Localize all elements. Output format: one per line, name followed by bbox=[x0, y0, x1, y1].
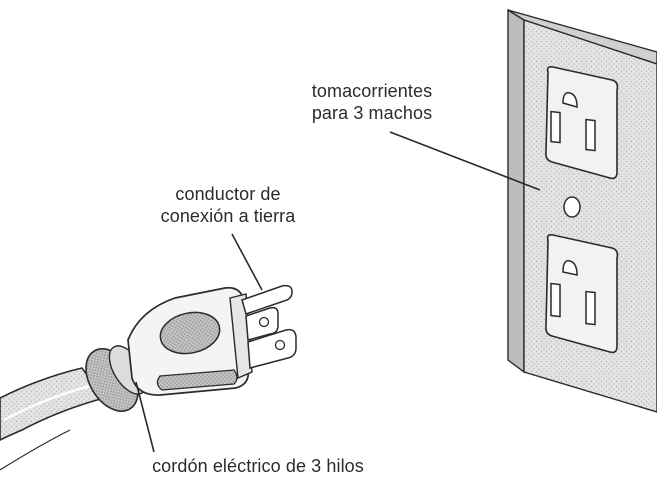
cord-underside bbox=[0, 429, 71, 471]
wall-outlet bbox=[507, 8, 657, 413]
plug-lower-grip bbox=[156, 369, 238, 391]
three-wire-cord bbox=[0, 367, 106, 471]
neutral-slot-lower-left bbox=[550, 282, 561, 318]
leader-line-ground bbox=[231, 233, 263, 291]
outlet-center-screw bbox=[563, 196, 581, 218]
ground-label-line-2: conexión a tierra bbox=[160, 206, 296, 226]
plug-blade-lower bbox=[247, 328, 297, 369]
cord-label: cordón eléctrico de 3 hilos bbox=[152, 456, 364, 476]
outlet-receptacle-upper bbox=[545, 66, 619, 180]
leader-line-outlet bbox=[389, 131, 541, 191]
neutral-slot-upper-left bbox=[550, 110, 561, 144]
outlet-receptacle-lower bbox=[545, 234, 619, 354]
plug-finger-grip bbox=[159, 311, 221, 355]
cord-body bbox=[0, 367, 106, 441]
ground-hole-upper bbox=[562, 91, 578, 108]
plug-blade-upper-hole bbox=[258, 316, 270, 328]
leader-line-cord bbox=[135, 381, 155, 453]
outlet-plate-top-edge bbox=[507, 9, 657, 65]
cord-highlight bbox=[3, 384, 91, 422]
plug-ground-pin bbox=[241, 284, 293, 315]
ground-conductor-label: conductor de conexión a tierra bbox=[128, 183, 328, 227]
ground-hole-lower bbox=[562, 259, 578, 276]
hot-slot-lower-right bbox=[585, 290, 596, 326]
three-prong-plug bbox=[85, 284, 297, 412]
outlet-plate-bevel bbox=[507, 8, 525, 374]
outlet-label-line-2: para 3 machos bbox=[311, 103, 433, 123]
hot-slot-upper-right bbox=[585, 118, 596, 152]
outlet-label-line-1: tomacorrientes bbox=[311, 81, 433, 101]
plug-blade-lower-hole bbox=[274, 339, 286, 351]
outlet-label: tomacorrientes para 3 machos bbox=[282, 80, 462, 124]
plug-face bbox=[229, 293, 253, 380]
ground-label-line-1: conductor de bbox=[175, 184, 281, 204]
